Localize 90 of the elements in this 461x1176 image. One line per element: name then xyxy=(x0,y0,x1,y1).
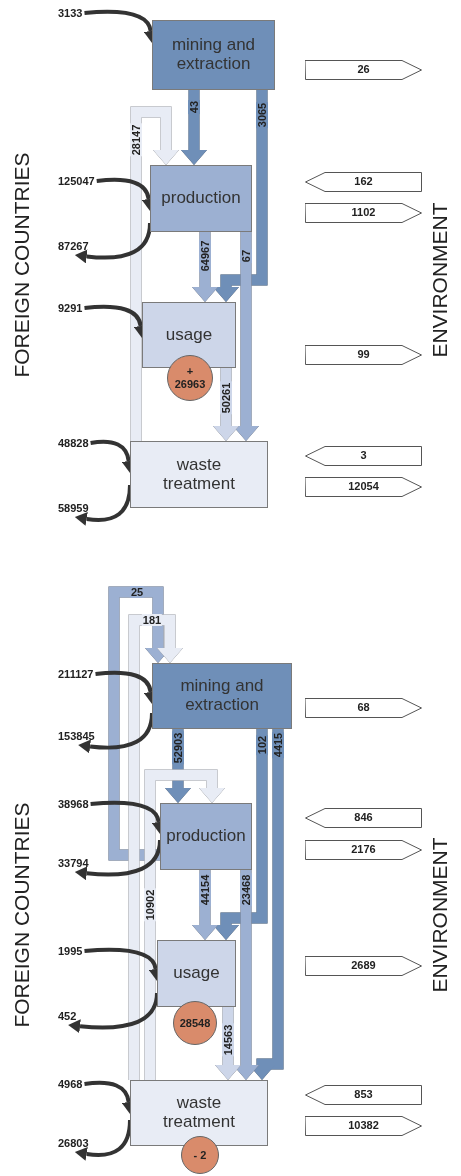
outflow-tag xyxy=(305,203,422,223)
flow-band xyxy=(213,729,268,940)
flow-label: 44154 xyxy=(199,873,211,907)
flow-value: 10382 xyxy=(347,1119,380,1131)
process-label: mining and extraction xyxy=(179,677,265,715)
flow-value: 9291 xyxy=(58,302,83,314)
flow-value: 33794 xyxy=(58,857,89,869)
balance-circle xyxy=(167,355,213,401)
curved-arrow xyxy=(78,712,154,754)
balance-value: + 26963 xyxy=(173,365,207,391)
flow-value: 68 xyxy=(356,701,371,713)
flow-label: 52903 xyxy=(172,731,184,765)
inflow-tag xyxy=(305,172,422,192)
process-box xyxy=(130,1080,268,1146)
flow-band xyxy=(144,769,225,1080)
flow-label: 50261 xyxy=(220,381,232,415)
flow-value: 2176 xyxy=(350,843,377,855)
inflow-tag xyxy=(305,808,422,828)
inflow-tag xyxy=(305,1085,422,1105)
process-label: usage xyxy=(165,325,213,345)
process-box xyxy=(150,165,252,232)
flow-value: 1102 xyxy=(350,206,377,218)
process-label: usage xyxy=(173,964,220,983)
process-label: mining and extraction xyxy=(170,36,257,74)
flow-label: 3065 xyxy=(256,101,268,129)
flow-value: 153845 xyxy=(58,730,95,742)
outflow-tag xyxy=(305,1116,422,1136)
flow-value: 2689 xyxy=(350,959,377,971)
flow-value: 58959 xyxy=(58,502,89,514)
flow-band xyxy=(213,90,268,302)
flow-band xyxy=(181,90,207,165)
flow-label: 28147 xyxy=(130,123,142,157)
flow-label: 181 xyxy=(141,614,163,626)
process-box xyxy=(142,302,236,368)
flow-value: 125047 xyxy=(58,175,95,187)
flow-label: 14563 xyxy=(222,1023,234,1057)
balance-circle xyxy=(181,1136,219,1174)
side-label: FOREIGN COUNTRIES xyxy=(10,802,34,1028)
flow-value: 846 xyxy=(353,811,374,823)
flow-value: 26 xyxy=(356,63,371,75)
flow-label: 64967 xyxy=(199,239,211,273)
curved-arrow xyxy=(74,484,132,526)
process-label: waste treatment xyxy=(162,1094,236,1132)
process-label: production xyxy=(166,827,246,846)
flow-value: 162 xyxy=(353,175,374,187)
flow-label: 10902 xyxy=(144,888,156,922)
outflow-tag xyxy=(305,698,422,718)
outflow-tag xyxy=(305,60,422,80)
balance-circle xyxy=(173,1001,217,1045)
outflow-tag xyxy=(305,840,422,860)
balance-value: 28548 xyxy=(178,1016,212,1030)
flow-value: 853 xyxy=(353,1088,374,1100)
process-box xyxy=(152,20,275,90)
curved-arrow xyxy=(74,222,152,264)
process-box xyxy=(157,940,236,1007)
curved-arrow xyxy=(74,839,162,881)
flow-value: 48828 xyxy=(58,437,89,449)
flow-value: 38968 xyxy=(58,798,89,810)
process-label: production xyxy=(161,189,241,208)
outflow-tag xyxy=(305,956,422,976)
process-box xyxy=(160,803,252,870)
flow-value: 87267 xyxy=(58,240,89,252)
side-label: ENVIRONMENT xyxy=(428,837,452,993)
flow-value: 26803 xyxy=(58,1137,89,1149)
flow-value: 99 xyxy=(356,348,371,360)
balance-value: - 2 xyxy=(192,1148,208,1162)
side-label: FOREIGN COUNTRIES xyxy=(10,152,34,378)
outflow-tag xyxy=(305,477,422,497)
flow-label: 102 xyxy=(256,734,268,756)
flow-band xyxy=(233,232,259,441)
flow-value: 3 xyxy=(359,449,368,461)
flow-value: 3133 xyxy=(58,7,83,19)
flow-value: 12054 xyxy=(347,480,380,492)
curved-arrow xyxy=(68,992,159,1034)
flow-value: 452 xyxy=(58,1010,77,1022)
flow-value: 4968 xyxy=(58,1078,83,1090)
flow-label: 23468 xyxy=(240,873,252,907)
process-label: waste treatment xyxy=(162,455,236,494)
flow-band xyxy=(130,106,179,441)
process-box xyxy=(152,663,292,729)
inflow-tag xyxy=(305,446,422,466)
flow-label: 25 xyxy=(129,586,145,598)
flow-band xyxy=(128,614,183,1080)
flow-value: 211127 xyxy=(58,668,94,680)
flow-label: 4415 xyxy=(272,731,284,759)
outflow-tag xyxy=(305,345,422,365)
curved-arrow xyxy=(74,1119,132,1161)
flow-value: 1995 xyxy=(58,945,83,957)
side-label: ENVIRONMENT xyxy=(428,202,452,358)
process-box xyxy=(130,441,268,508)
